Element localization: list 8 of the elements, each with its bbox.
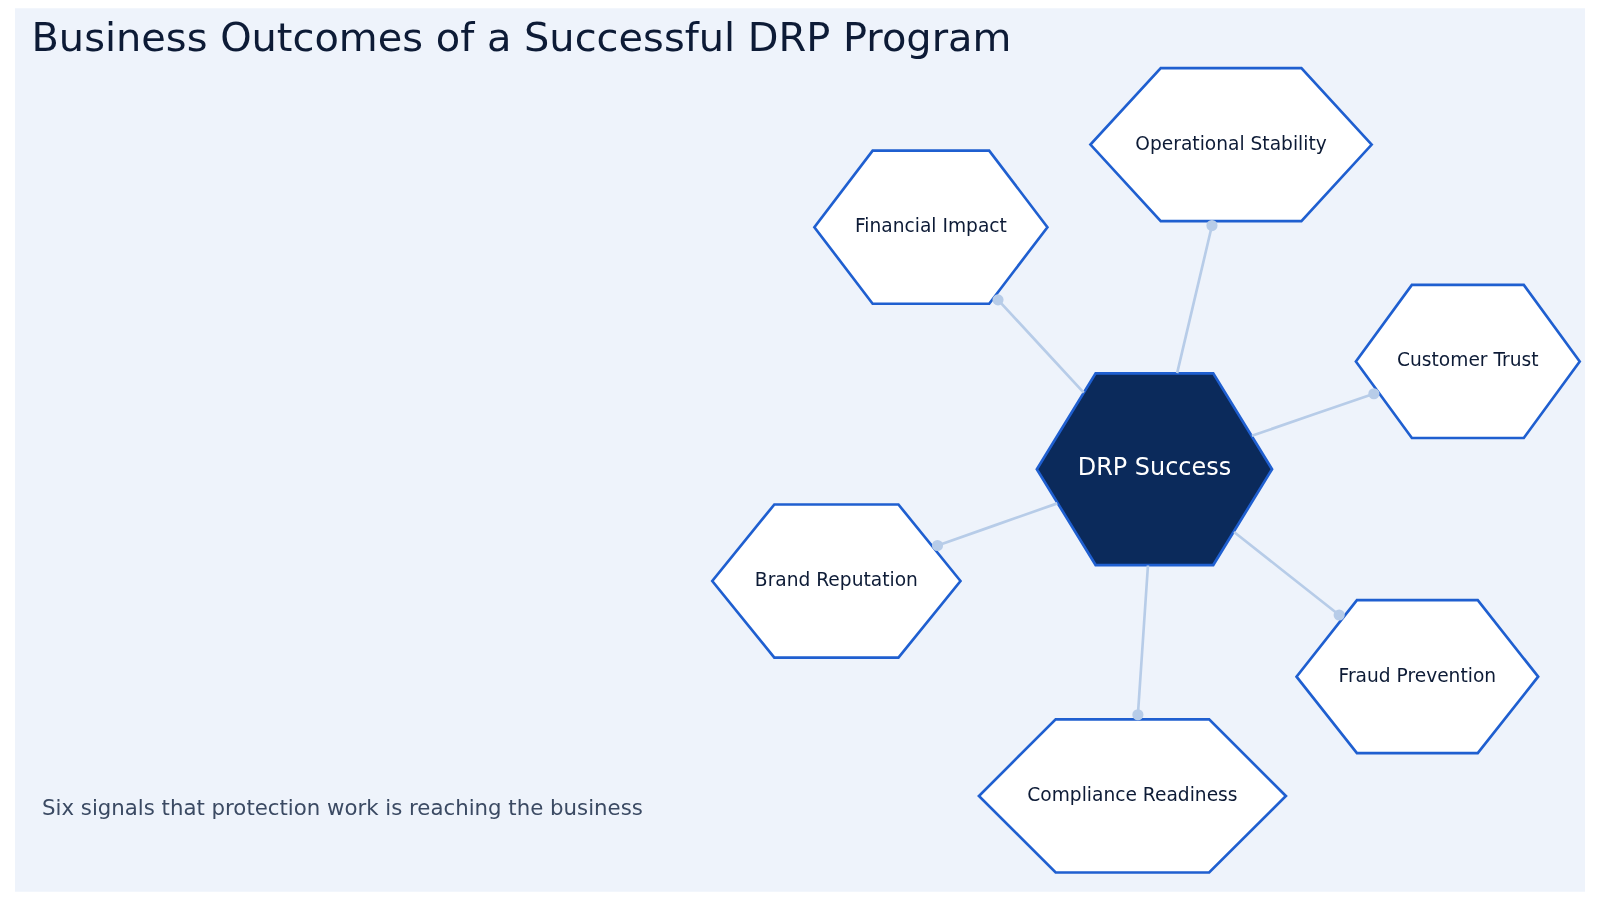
label: Six signals that protection work is reaching the business bbox=[42, 795, 643, 821]
connector bbox=[992, 294, 1085, 394]
connector bbox=[1251, 388, 1380, 437]
connector bbox=[1132, 565, 1150, 721]
connector bbox=[1233, 531, 1345, 621]
connector bbox=[1175, 219, 1218, 374]
connector bbox=[931, 502, 1058, 552]
diagram-title: Business Outcomes of a Successful DRP Program bbox=[31, 13, 1012, 60]
